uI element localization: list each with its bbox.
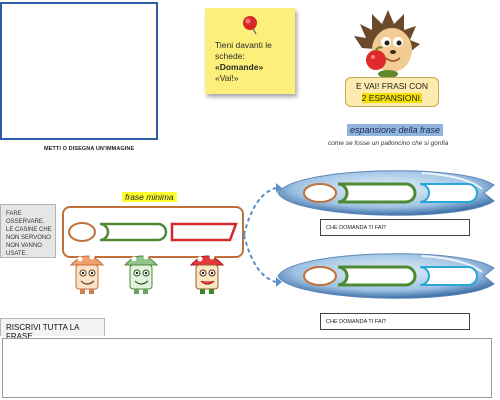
rewrite-answer-area[interactable] bbox=[2, 338, 492, 398]
sticky-line1: Tieni davanti le schede: bbox=[215, 40, 272, 61]
sticky-item-vai: «Vai!» bbox=[215, 73, 239, 83]
rewrite-label: RISCRIVI TUTTA LA FRASE bbox=[0, 318, 105, 341]
hedgehog-mascot-icon bbox=[354, 10, 420, 78]
sticky-note-text: Tieni davanti le schede: «Domande» «Vai!… bbox=[215, 40, 295, 84]
image-caption: METTI O DISEGNA UN'IMMAGINE bbox=[44, 146, 135, 152]
expansion-balloon-1 bbox=[277, 170, 495, 216]
callout-line1: E VAI! FRASI CON bbox=[355, 81, 429, 91]
expansion-balloon-2 bbox=[277, 253, 495, 299]
image-placeholder[interactable] bbox=[0, 2, 158, 140]
minimal-sentence-box bbox=[62, 206, 244, 258]
subject-oval-slot[interactable] bbox=[68, 222, 96, 242]
minimal-sentence-title: frase minima bbox=[122, 192, 177, 202]
question-box-2[interactable]: CHE DOMANDA TI FAI? bbox=[320, 313, 470, 330]
sticky-item-domande: «Domande» bbox=[215, 62, 264, 72]
dashed-arrow-icon bbox=[243, 183, 282, 287]
expansion-title: espansione della frase bbox=[347, 124, 444, 136]
mushroom-house-icon bbox=[189, 254, 225, 294]
callout-line2: 2 ESPANSIONI. bbox=[361, 93, 423, 103]
mushroom-house-icon bbox=[123, 254, 159, 294]
teacher-note: FARE OSSERVARE. LE CASINE CHE NON SERVON… bbox=[0, 204, 56, 258]
question-box-1[interactable]: CHE DOMANDA TI FAI? bbox=[320, 219, 470, 236]
mushroom-house-icon bbox=[69, 254, 105, 294]
mascot-callout: E VAI! FRASI CON 2 ESPANSIONI. bbox=[345, 77, 439, 107]
object-red-slot[interactable] bbox=[170, 222, 238, 242]
expansion-subtitle: come se fosse un palloncino che si gonfi… bbox=[328, 140, 449, 147]
minimal-sentence-shapes bbox=[68, 222, 238, 242]
push-pin-icon bbox=[243, 16, 257, 35]
predicate-green-slot[interactable] bbox=[99, 222, 168, 242]
